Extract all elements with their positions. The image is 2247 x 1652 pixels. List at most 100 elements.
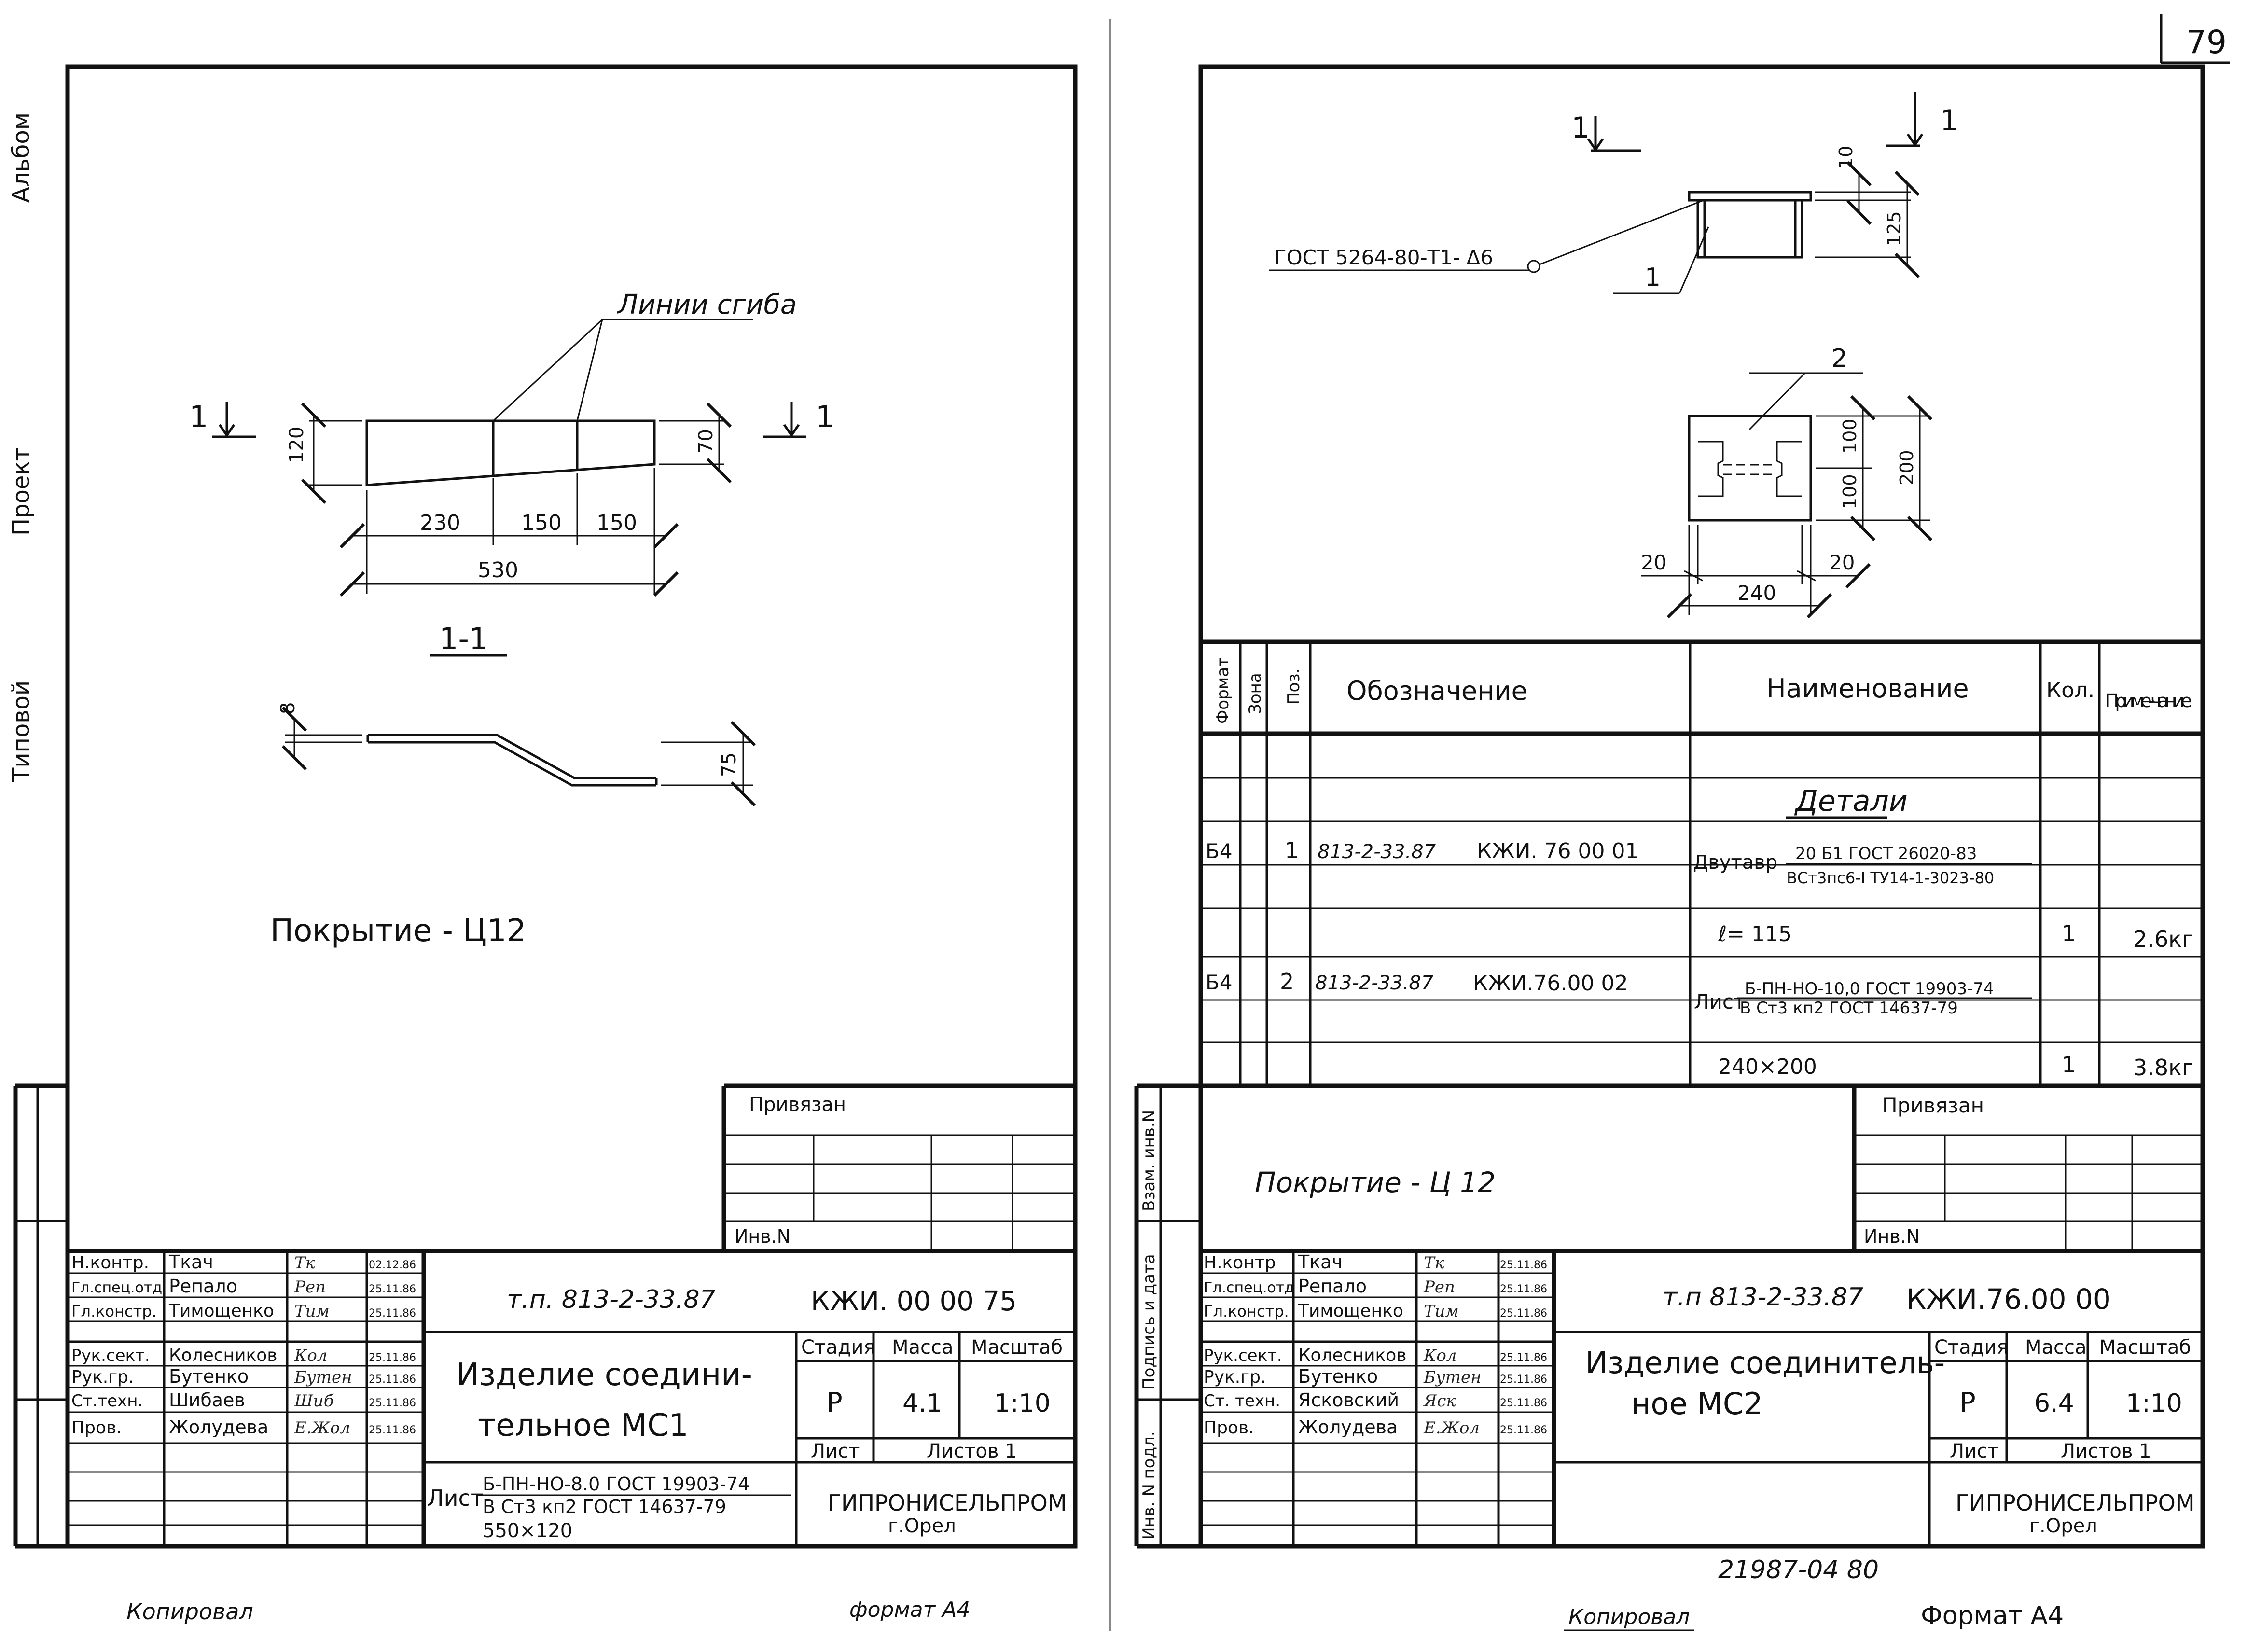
bend-lines-label: Линии сгиба: [617, 289, 797, 320]
svg-text:Масштаб: Масштаб: [2099, 1336, 2191, 1359]
svg-text:Привязан: Привязан: [749, 1094, 846, 1116]
left-title-line2: тельное МС1: [478, 1408, 689, 1444]
right-people-list: Н.контр Ткач Тк 25.11.86 Гл.спец.отд Реп…: [1204, 1251, 1547, 1438]
svg-text:10: 10: [1835, 146, 1857, 169]
svg-text:2: 2: [1280, 969, 1294, 995]
section-mark-right: 1: [763, 399, 834, 438]
svg-text:Ткач: Ткач: [168, 1251, 213, 1273]
svg-text:25.11.86: 25.11.86: [1500, 1259, 1547, 1271]
svg-text:Репало: Репало: [1298, 1276, 1367, 1297]
svg-text:Реп: Реп: [294, 1277, 326, 1297]
table-row: Б4 1 813-2-33.87 КЖИ. 76 00 01 Двутавр 2…: [1206, 837, 2193, 952]
svg-text:Пров.: Пров.: [71, 1418, 122, 1438]
svg-text:125: 125: [1884, 211, 1905, 246]
svg-text:г.Орел: г.Орел: [888, 1515, 956, 1537]
svg-text:Листов 1: Листов 1: [2061, 1440, 2151, 1462]
right-title-block: Н.контр Ткач Тк 25.11.86 Гл.спец.отд Реп…: [1201, 1249, 2203, 1546]
left-drawing-code: КЖИ. 00 00 75: [811, 1286, 1017, 1317]
svg-text:Ст. техн.: Ст. техн.: [1204, 1391, 1280, 1411]
left-scale: 1:10: [994, 1389, 1051, 1418]
svg-text:Рук.гр.: Рук.гр.: [1204, 1367, 1266, 1387]
svg-text:Бутен: Бутен: [294, 1368, 352, 1387]
left-code-prefix: т.п. 813-2-33.87: [507, 1285, 716, 1314]
svg-text:25.11.86: 25.11.86: [369, 1307, 416, 1319]
left-sheet: Линии сгиба 1 1 120 70: [13, 64, 1078, 1624]
left-title-block: Н.контр. Ткач Тк 02.12.86 Гл.спец.отд Ре…: [68, 1249, 1075, 1546]
table-row: Б4 2 813-2-33.87 КЖИ.76.00 02 Лист Б-ПН-…: [1206, 969, 2193, 1081]
svg-text:ℓ= 115: ℓ= 115: [1718, 922, 1792, 946]
right-copied: Копировал: [1568, 1605, 1690, 1629]
svg-text:813-2-33.87: 813-2-33.87: [1318, 841, 1436, 863]
right-code-prefix: т.п 813-2-33.87: [1663, 1283, 1863, 1312]
svg-text:Ясковский: Ясковский: [1298, 1389, 1399, 1411]
page-number: 79: [2186, 24, 2227, 61]
weld-spec: ГОСТ 5264-80-Т1- Δ6: [1274, 246, 1493, 269]
svg-text:Лист: Лист: [427, 1485, 484, 1511]
svg-text:Подпись и дата: Подпись и дата: [1139, 1254, 1159, 1390]
svg-text:Масштаб: Масштаб: [971, 1336, 1063, 1359]
svg-text:20 Б1 ГОСТ 26020-83: 20 Б1 ГОСТ 26020-83: [1795, 844, 1977, 863]
edge-label-project: Проект: [8, 448, 35, 536]
svg-text:1: 1: [1285, 837, 1299, 863]
svg-text:200: 200: [1896, 450, 1917, 485]
svg-text:Формат: Формат: [1213, 657, 1233, 724]
archive-number: 21987-04 80: [1718, 1555, 1879, 1584]
svg-text:Рук.сект.: Рук.сект.: [1204, 1346, 1282, 1365]
svg-text:Масса: Масса: [2025, 1336, 2087, 1359]
svg-text:25.11.86: 25.11.86: [369, 1424, 416, 1436]
dim-right-height: 70: [695, 429, 717, 454]
svg-text:Наименование: Наименование: [1766, 673, 1969, 704]
svg-text:Н.контр: Н.контр: [1204, 1253, 1276, 1273]
svg-text:Б4: Б4: [1206, 839, 1233, 863]
right-org: ГИПРОНИСЕЛЬПРОМ: [1956, 1490, 2195, 1516]
svg-text:1: 1: [816, 399, 834, 434]
svg-text:Реп: Реп: [1423, 1277, 1455, 1297]
svg-text:Лист: Лист: [1950, 1440, 1998, 1462]
svg-text:240×200: 240×200: [1718, 1055, 1817, 1079]
right-title-line2: ное МС2: [1631, 1386, 1763, 1421]
svg-text:Рук.гр.: Рук.гр.: [71, 1367, 134, 1387]
left-org: ГИПРОНИСЕЛЬПРОМ: [828, 1490, 1067, 1516]
section-details: Детали: [1794, 784, 1908, 818]
svg-text:25.11.86: 25.11.86: [369, 1352, 416, 1364]
left-privyazan-box: Привязан Инв.N: [721, 1083, 1075, 1251]
svg-text:Масса: Масса: [892, 1336, 954, 1359]
svg-text:25.11.86: 25.11.86: [1500, 1307, 1547, 1319]
svg-text:Гл.констр.: Гл.констр.: [1204, 1302, 1289, 1320]
dim-thickness: 8: [277, 702, 299, 714]
svg-text:Листов 1: Листов 1: [927, 1440, 1017, 1462]
svg-text:3.8кг: 3.8кг: [2133, 1055, 2193, 1081]
svg-text:Поз.: Поз.: [1284, 668, 1304, 705]
section-title: 1-1: [439, 621, 488, 656]
svg-text:Гл.спец.отд: Гл.спец.отд: [71, 1279, 162, 1296]
dim-530: 530: [478, 558, 518, 583]
svg-text:Колесников: Колесников: [1298, 1346, 1406, 1365]
dim-left-height: 120: [286, 427, 308, 463]
section-1-1: 1-1 8 75: [277, 621, 756, 807]
svg-text:Кол: Кол: [294, 1346, 327, 1365]
svg-text:25.11.86: 25.11.86: [369, 1374, 416, 1386]
svg-text:813-2-33.87: 813-2-33.87: [1315, 972, 1434, 994]
svg-text:Приме-чание: Приме-чание: [2105, 690, 2192, 711]
svg-text:1: 1: [1940, 104, 1958, 138]
right-section-mark-right: 1: [1886, 92, 1958, 147]
svg-text:Кол: Кол: [1423, 1346, 1456, 1365]
section-mark-left: 1: [189, 399, 256, 438]
svg-text:Тк: Тк: [294, 1253, 316, 1273]
svg-text:Двутавр: Двутавр: [1693, 851, 1777, 874]
svg-text:25.11.86: 25.11.86: [1500, 1424, 1547, 1436]
svg-text:25.11.86: 25.11.86: [1500, 1374, 1547, 1386]
svg-text:Б4: Б4: [1206, 971, 1233, 994]
dim-drop: 75: [718, 752, 740, 777]
svg-text:Жолудева: Жолудева: [169, 1416, 268, 1438]
right-section-mark-left: 1: [1571, 111, 1641, 152]
svg-text:В Ст3 кп2 ГОСТ 14637-79: В Ст3 кп2 ГОСТ 14637-79: [483, 1496, 726, 1517]
svg-text:550×120: 550×120: [483, 1520, 572, 1542]
right-title-line1: Изделие соединитель-: [1585, 1345, 1945, 1380]
right-mass: 6.4: [2034, 1389, 2074, 1418]
svg-text:Тим: Тим: [1424, 1302, 1459, 1321]
svg-text:2.6кг: 2.6кг: [2133, 926, 2193, 952]
left-coating: Покрытие - Ц12: [270, 913, 526, 949]
svg-text:В Ст3 кп2 ГОСТ 14637-79: В Ст3 кп2 ГОСТ 14637-79: [1740, 999, 1958, 1018]
svg-text:Жолудева: Жолудева: [1298, 1416, 1398, 1438]
